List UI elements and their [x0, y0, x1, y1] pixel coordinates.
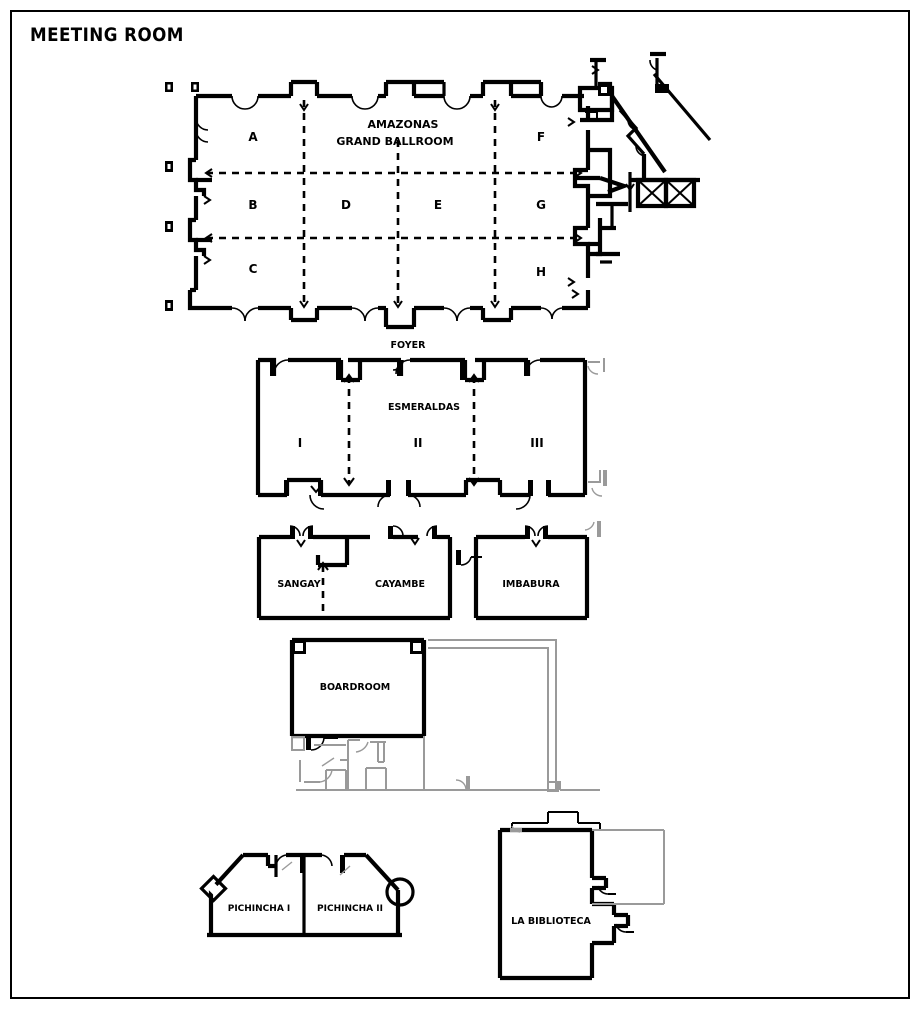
ballroom-name-line1: AMAZONAS: [368, 118, 439, 131]
partition-direction-arrow-icon: [203, 103, 583, 309]
room-label-sangay: SANGAY: [277, 579, 320, 590]
circle-marker-icon: [385, 877, 415, 907]
imbabura-room: IMBABURA: [473, 521, 601, 621]
ballroom-labels: AMAZONAS GRAND BALLROOM A B C D E F G H: [248, 118, 546, 279]
room-label-la-biblioteca: LA BIBLIOTECA: [511, 916, 591, 927]
la-biblioteca-room: LA BIBLIOTECA: [497, 811, 665, 981]
room-label-cayambe: CAYAMBE: [375, 579, 425, 590]
boardroom: BOARDROOM: [289, 637, 600, 792]
adjacent-rooms-outline: [296, 639, 600, 792]
esmeraldas-section-i: I: [298, 436, 302, 450]
page-title: MEETING ROOM: [30, 24, 184, 46]
column-marker-icon: [165, 82, 199, 311]
section-label-e: E: [434, 198, 442, 212]
right-service-core: [571, 51, 712, 299]
sangay-cayambe-room: SANGAY CAYAMBE: [256, 525, 482, 621]
room-label-boardroom: BOARDROOM: [320, 682, 391, 693]
room-label-pichincha-1: PICHINCHA I: [228, 904, 291, 914]
section-label-h: H: [536, 265, 546, 279]
esmeraldas-section-iii: III: [530, 436, 543, 450]
section-label-f: F: [537, 130, 545, 144]
section-label-g: G: [536, 198, 546, 212]
section-label-d: D: [341, 198, 351, 212]
foyer-label: FOYER: [391, 340, 427, 351]
elevator-shaft-icon: [635, 177, 697, 209]
pichincha-rooms: PICHINCHA I PICHINCHA II: [199, 852, 415, 938]
esmeraldas-name: ESMERALDAS: [388, 402, 460, 413]
room-label-pichincha-2: PICHINCHA II: [317, 904, 383, 914]
esmeraldas-section-ii: II: [414, 436, 423, 450]
room-label-imbabura: IMBABURA: [502, 579, 560, 590]
page-border-frame: [10, 10, 910, 999]
ballroom-name-line2: GRAND BALLROOM: [336, 135, 453, 148]
esmeraldas-room: ESMERALDAS I II III: [255, 357, 607, 510]
section-label-b: B: [248, 198, 257, 212]
section-label-a: A: [248, 130, 258, 144]
movable-partition-icon: [206, 100, 581, 305]
door-swing-icon: [195, 95, 563, 322]
section-label-c: C: [249, 262, 258, 276]
